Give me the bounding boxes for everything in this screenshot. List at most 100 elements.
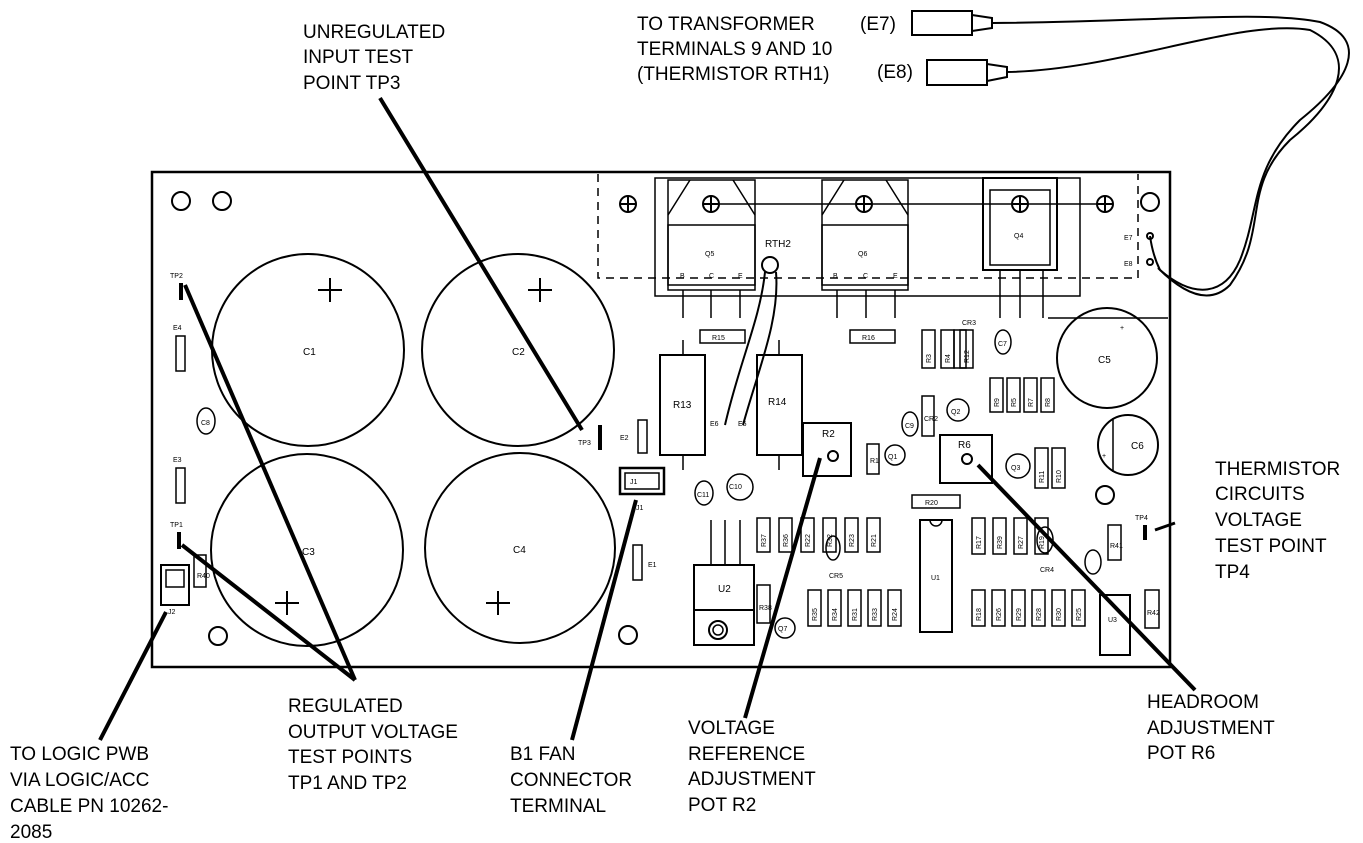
rth2-label: RTH2: [765, 239, 791, 250]
cr4-diode: [1036, 526, 1054, 554]
leader-r6: [976, 463, 1197, 692]
resistor-label: R34: [832, 608, 839, 621]
screw-icon: [619, 195, 637, 213]
q1-label: Q1: [888, 454, 897, 461]
callout-thermistor-line2: CIRCUITS: [1215, 484, 1305, 505]
leader-tp1: [180, 543, 357, 682]
c9-cap: [901, 411, 919, 437]
callout-regulated-line1: REGULATED: [288, 696, 403, 717]
q2-label: Q2: [951, 409, 960, 416]
c3-label: C3: [302, 547, 315, 558]
cr2-label: CR2: [924, 416, 938, 423]
callout-vref-line2: REFERENCE: [688, 744, 805, 765]
callout-logic: TO LOGIC PWB VIA LOGIC/ACC CABLE PN 1026…: [10, 744, 168, 843]
q5-emitter-label: E: [738, 273, 743, 280]
j2-label: J2: [168, 609, 176, 616]
r42-resistor: [1144, 589, 1160, 629]
resistor-label: R11: [1039, 471, 1046, 483]
tp4-label: TP4: [1135, 515, 1148, 522]
resistor-r26: R26: [991, 589, 1006, 627]
cr5-diode: [825, 535, 841, 561]
center-left: TP3 E2 J1 J1 E1 C11 C10 U2 R38 Q7: [578, 419, 796, 646]
callout-logic-line3: CABLE PN 10262-: [10, 796, 168, 817]
r16-label: R16: [862, 335, 875, 342]
mounting-hole: [1140, 192, 1160, 212]
u2-tab: [693, 609, 755, 646]
e2-terminal: [637, 419, 648, 454]
resistor-r19: R19: [1034, 517, 1049, 555]
j1-pin-label: J1: [630, 479, 638, 486]
e3-terminal: [175, 467, 186, 504]
c5-label: C5: [1098, 355, 1111, 366]
e6-label: E6: [710, 421, 719, 428]
mid-board: R15 R16 R13 R14 E6 E5 R2 R1 Q1 C9 CR2 Q2…: [659, 329, 1031, 509]
tp2-label: TP2: [170, 273, 183, 280]
j2-connector: [160, 564, 190, 606]
resistor-r35: R35: [807, 589, 822, 627]
callout-fan: B1 FAN CONNECTOR TERMINAL: [510, 744, 632, 817]
callout-regulated: REGULATED OUTPUT VOLTAGE TEST POINTS TP1…: [288, 696, 458, 794]
resistor-label: R5: [1011, 398, 1018, 407]
spade-connector-e7: [911, 10, 993, 36]
r38-label: R38: [759, 605, 772, 612]
tp3-label: TP3: [578, 440, 591, 447]
mounting-holes: [171, 191, 1160, 646]
resistor-r39: R39: [992, 517, 1007, 555]
resistor-label: R10: [1056, 470, 1063, 483]
resistor-label: R25: [1076, 608, 1083, 621]
resistor-label: R29: [1016, 608, 1023, 621]
e7-tag: (E7): [860, 14, 896, 35]
c7-cap: [994, 329, 1012, 355]
r38-resistor: [756, 584, 771, 624]
e5-label: E5: [738, 421, 747, 428]
resistor-r9: R9: [989, 377, 1004, 413]
q6-emitter-label: E: [893, 273, 898, 280]
u1-label: U1: [931, 575, 940, 582]
callout-vref-line1: VOLTAGE: [688, 718, 775, 739]
r2-label: R2: [822, 429, 835, 440]
tp4: TP4: [1135, 515, 1148, 540]
cr4-label: CR4: [1040, 567, 1054, 574]
resistor-label: R35: [812, 608, 819, 621]
leader-lines: [98, 96, 1197, 741]
r20-resistor: [911, 494, 961, 509]
c5-plus: +: [1120, 325, 1124, 332]
callout-regulated-line2: OUTPUT VOLTAGE: [288, 722, 458, 743]
c10-cap: [726, 473, 754, 501]
mounting-hole: [1095, 485, 1115, 505]
q7-label: Q7: [778, 626, 787, 633]
resistor-r36: R36: [778, 517, 793, 553]
resistor-label: R23: [849, 534, 856, 547]
transistor-q6: Q6 B C E: [821, 179, 909, 318]
e4-label: E4: [173, 325, 182, 332]
callout-fan-line2: CONNECTOR: [510, 770, 632, 791]
resistor-r32: R32: [822, 517, 837, 553]
callout-regulated-line4: TP1 AND TP2: [288, 773, 407, 794]
callout-unregulated: UNREGULATED INPUT TEST POINT TP3: [303, 22, 445, 94]
callout-fan-line3: TERMINAL: [510, 796, 606, 817]
board-outline: [150, 170, 1172, 669]
cr5-label: CR5: [829, 573, 843, 580]
callout-thermistor-line3: VOLTAGE: [1215, 510, 1302, 531]
r1-label: R1: [870, 458, 879, 465]
capacitor-c1: C1: [211, 253, 405, 447]
resistor-label: R37: [761, 534, 768, 547]
c8-cap: [196, 407, 216, 435]
resistor-r24: R24: [887, 589, 902, 627]
q6-label: Q6: [858, 251, 867, 258]
resistor-label: R7: [1028, 398, 1035, 407]
q5-label: Q5: [705, 251, 714, 258]
r13-label: R13: [673, 400, 692, 411]
u1-ic: U1: [919, 519, 953, 633]
resistor-r28: R28: [1031, 589, 1046, 627]
q6-base-label: B: [833, 273, 838, 280]
leader-tp2: [183, 284, 357, 681]
q3-label: Q3: [1011, 465, 1020, 472]
q2-transistor: [946, 398, 970, 422]
resistor-r22: R22: [800, 517, 815, 553]
callout-logic-line1: TO LOGIC PWB: [10, 744, 149, 765]
heatsink-bracket: [654, 177, 1081, 297]
resistor-label: R32: [827, 534, 834, 547]
callout-unregulated-line3: POINT TP3: [303, 73, 401, 94]
